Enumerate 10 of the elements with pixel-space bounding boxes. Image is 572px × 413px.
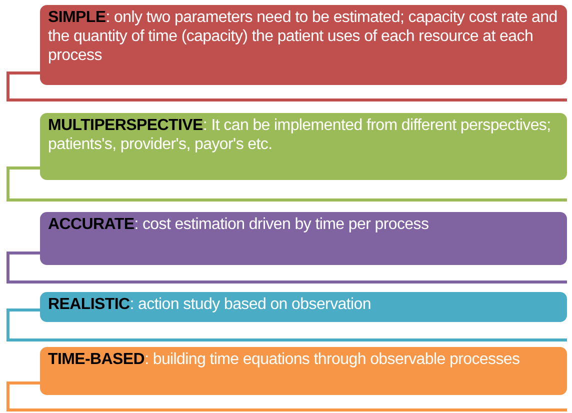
feature-box bbox=[40, 212, 567, 265]
feature-box bbox=[40, 5, 567, 85]
feature-description: ACCURATE: cost estimation driven by time per process bbox=[48, 216, 429, 233]
feature-description: MULTIPERSPECTIVE: It can be implemented from different perspectives; patients's, provider's, payor's etc. bbox=[48, 117, 551, 153]
feature-box bbox=[40, 113, 567, 180]
feature-description: SIMPLE: only two parameters need to be estimated; capacity cost rate and the quantity of time (capacity) the patient uses of each resource at each process bbox=[48, 9, 558, 64]
feature-box bbox=[40, 347, 567, 395]
feature-box bbox=[40, 292, 567, 322]
feature-description: TIME-BASED: building time equations through observable processes bbox=[48, 351, 520, 368]
feature-description: REALISTIC: action study based on observation bbox=[48, 296, 371, 313]
